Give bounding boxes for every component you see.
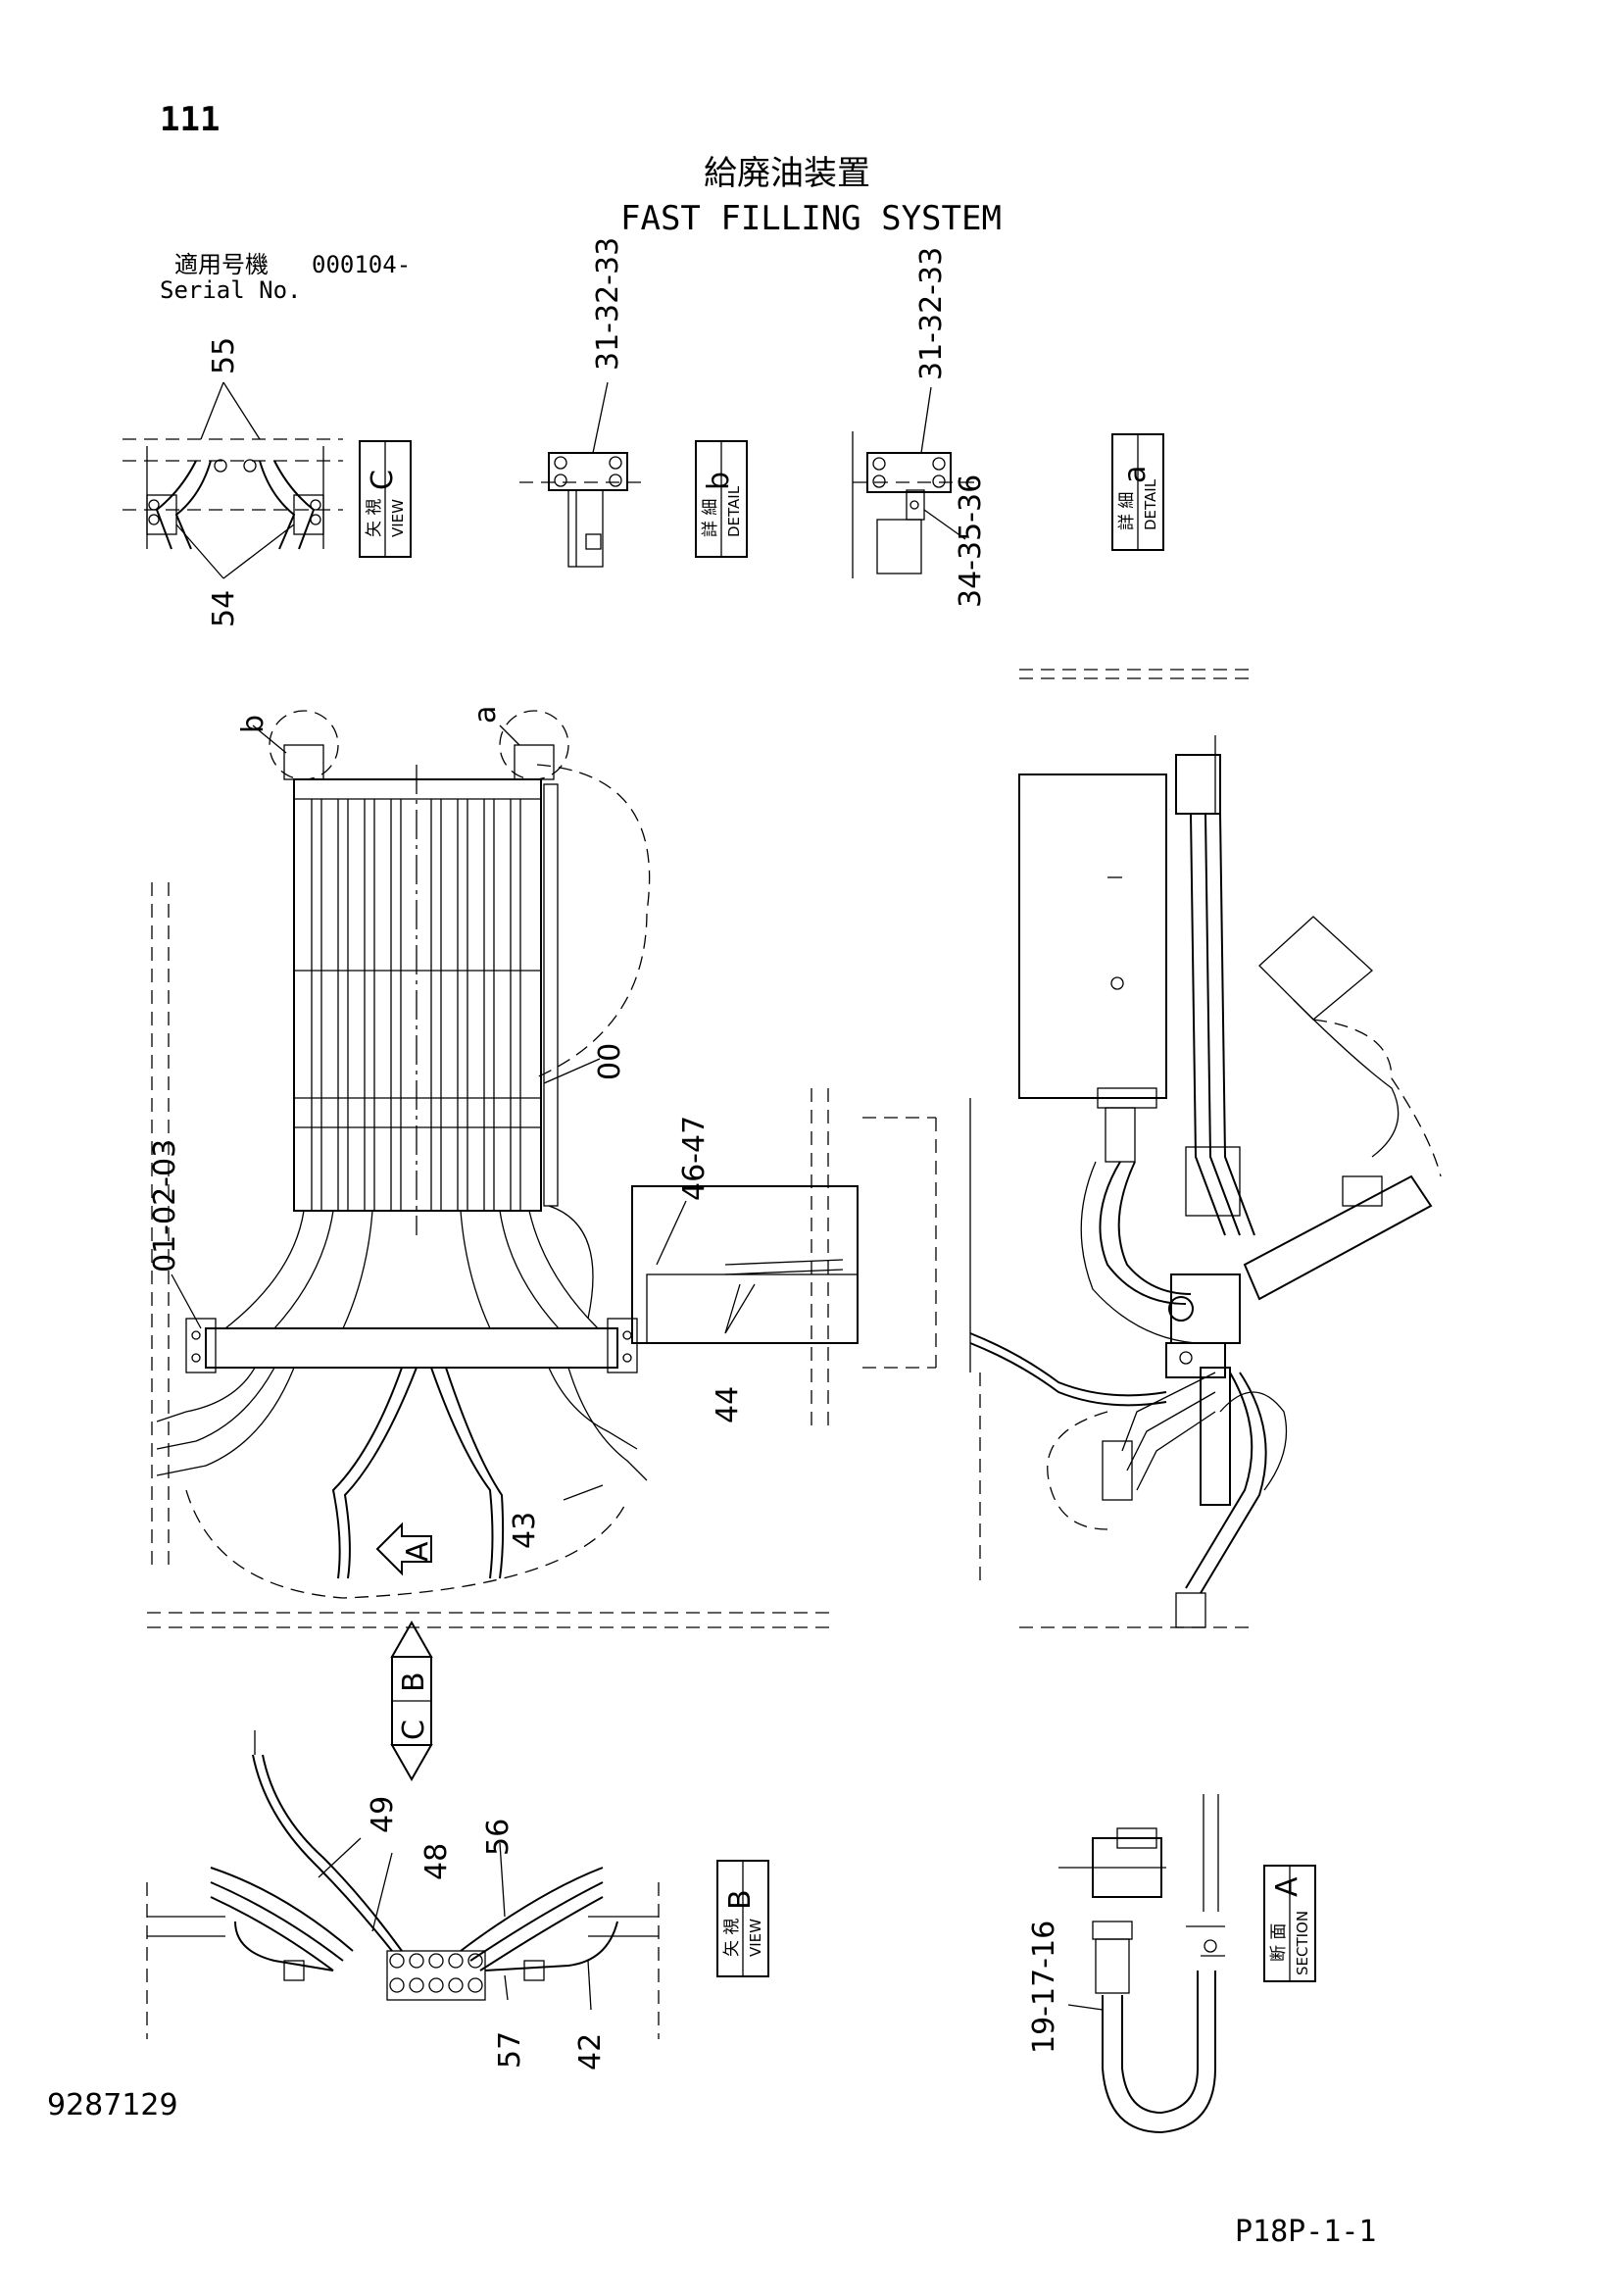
- svg-text:DETAIL: DETAIL: [725, 485, 743, 537]
- callout-42: 42: [573, 2033, 608, 2071]
- page-reference: P18P-1-1: [1235, 2215, 1377, 2249]
- page-number: 111: [160, 100, 221, 139]
- view-b-drawing: [146, 1730, 660, 2039]
- svg-text:A: A: [1270, 1876, 1304, 1897]
- svg-text:SECTION: SECTION: [1294, 1911, 1311, 1975]
- callout-00: 00: [593, 1043, 627, 1080]
- main-plan-view: [147, 710, 937, 1628]
- detail-a-tag: 詳 細 DETAIL a: [1111, 433, 1164, 551]
- page-title-en: FAST FILLING SYSTEM: [620, 199, 1002, 238]
- callout-49: 49: [366, 1796, 400, 1833]
- svg-text:VIEW: VIEW: [389, 499, 407, 537]
- view-b-tag: 矢 視 VIEW B: [716, 1860, 769, 1977]
- section-a-tag: 断 面 SECTION A: [1263, 1865, 1316, 1982]
- detail-b-drawing: [519, 381, 647, 568]
- side-elevation-view: [969, 669, 1442, 1628]
- svg-text:VIEW: VIEW: [747, 1919, 764, 1957]
- callout-57: 57: [493, 2031, 527, 2069]
- svg-text:C: C: [366, 470, 400, 490]
- view-c-tag: 矢 視 VIEW C: [359, 440, 412, 558]
- section-a-drawing: [1058, 1794, 1225, 2134]
- view-c-drawing: [123, 381, 343, 579]
- callout-b: b: [236, 715, 270, 733]
- detail-a-drawing: [852, 386, 980, 578]
- callout-54: 54: [207, 590, 241, 627]
- callout-19-17-16: 19-17-16: [1027, 1921, 1061, 2054]
- detail-b-tag: 詳 細 DETAIL b: [695, 440, 748, 558]
- serial-label-en: Serial No.: [160, 276, 302, 304]
- callout-56: 56: [481, 1819, 516, 1856]
- callout-43: 43: [508, 1512, 542, 1549]
- svg-text:A: A: [401, 1541, 435, 1562]
- callout-01-02-03: 01-02-03: [148, 1139, 182, 1273]
- callout-34-35-36: 34-35-36: [954, 474, 988, 608]
- section-arrows-c-b: B C: [390, 1620, 433, 1782]
- callout-a: a: [468, 706, 503, 724]
- svg-text:b: b: [702, 472, 736, 490]
- svg-text:詳 細: 詳 細: [1117, 492, 1137, 530]
- serial-label-jp: 適用号機: [174, 251, 269, 278]
- svg-text:矢 視: 矢 視: [365, 499, 384, 537]
- callout-55: 55: [207, 337, 241, 374]
- svg-text:DETAIL: DETAIL: [1142, 478, 1159, 530]
- callout-46-47: 46-47: [677, 1116, 712, 1201]
- svg-text:矢 視: 矢 視: [722, 1919, 742, 1957]
- document-number: 9287129: [47, 2088, 178, 2122]
- arrow-a-marker: A: [375, 1522, 435, 1576]
- svg-text:C: C: [397, 1720, 431, 1740]
- callout-31-32-33-a: 31-32-33: [914, 247, 949, 380]
- svg-text:a: a: [1118, 466, 1153, 483]
- callout-48: 48: [419, 1843, 454, 1880]
- svg-text:詳 細: 詳 細: [701, 499, 720, 537]
- svg-text:断 面: 断 面: [1269, 1923, 1289, 1962]
- callout-31-32-33-b: 31-32-33: [591, 237, 625, 371]
- serial-value: 000104-: [312, 251, 412, 278]
- callout-44: 44: [711, 1386, 745, 1423]
- svg-text:B: B: [723, 1889, 758, 1910]
- page-title-jp: 給廃油装置: [704, 154, 870, 193]
- svg-text:B: B: [397, 1672, 431, 1692]
